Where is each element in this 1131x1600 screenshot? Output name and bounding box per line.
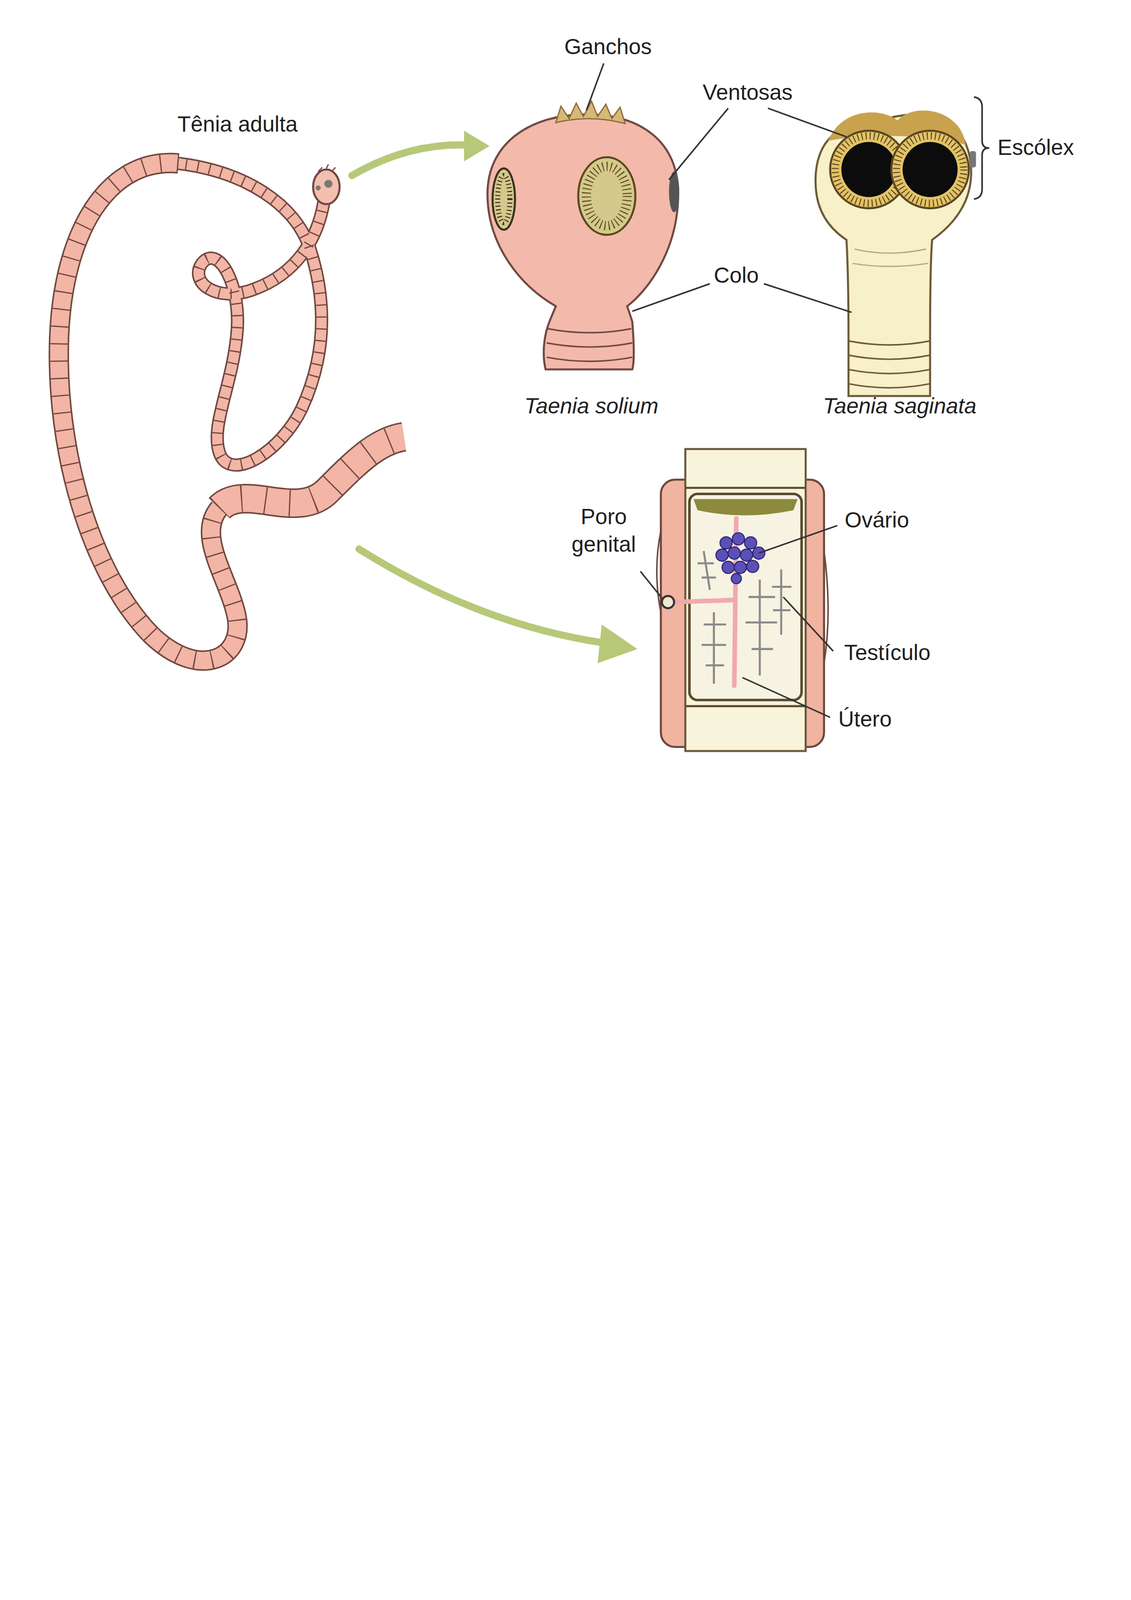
pointer-arrow — [351, 144, 468, 176]
proglottid — [715, 532, 765, 584]
solium-scolex — [546, 328, 633, 362]
adult-tapeworm — [58, 162, 404, 661]
proglottid — [734, 560, 747, 574]
saginata-scolex — [815, 114, 972, 396]
adult-tapeworm — [324, 179, 333, 188]
solium-scolex — [497, 175, 511, 223]
part-label: Ganchos — [564, 33, 652, 61]
adult-tapeworm — [58, 162, 238, 661]
proglottid — [715, 548, 729, 561]
leader-line — [758, 525, 837, 553]
part-label: Colo — [713, 261, 760, 290]
part-label: Testículo — [844, 638, 931, 667]
proglottid — [728, 546, 741, 560]
proglottid — [746, 560, 760, 573]
proglottid — [656, 448, 829, 751]
proglottid — [740, 548, 753, 561]
adult-tapeworm — [219, 436, 405, 508]
pointer-arrow — [597, 624, 638, 664]
adult-tapeworm — [219, 436, 405, 508]
proglottid — [661, 595, 675, 609]
part-label: Útero — [838, 705, 892, 733]
adult-tapeworm — [318, 164, 336, 172]
saginata-scolex — [902, 142, 958, 198]
proglottid — [744, 536, 757, 550]
adult-tapeworm — [178, 163, 325, 466]
solium-scolex — [586, 166, 628, 226]
solium-scolex — [555, 101, 626, 124]
pointer-arrow — [359, 548, 604, 643]
species-label: Taenia saginata — [822, 392, 977, 420]
solium-scolex — [578, 157, 636, 235]
saginata-scolex — [896, 135, 964, 204]
adult-tapeworm — [58, 162, 238, 661]
solium-scolex — [487, 114, 678, 370]
adult-tapeworm — [58, 162, 238, 661]
saginata-scolex — [891, 130, 969, 209]
leader-line — [640, 571, 662, 599]
leader-line — [586, 63, 852, 717]
leader-line — [668, 108, 729, 180]
proglottid — [722, 560, 735, 574]
proglottid — [689, 493, 802, 700]
proglottid — [697, 551, 792, 684]
saginata-scolex — [841, 142, 897, 198]
saginata-scolex — [815, 110, 977, 397]
adult-tapeworm — [315, 185, 321, 191]
pointer-arrow — [464, 130, 490, 162]
proglottid — [731, 573, 742, 584]
adult-tapeworm — [313, 169, 340, 205]
part-label: Ovário — [844, 506, 909, 534]
saginata-scolex — [848, 340, 931, 388]
leader-line — [783, 596, 834, 651]
solium-scolex — [487, 101, 680, 370]
part-label: Escólex — [997, 133, 1074, 162]
saginata-scolex — [969, 151, 977, 168]
species-label: Taenia solium — [524, 392, 659, 420]
leader-line — [763, 283, 852, 313]
proglottid — [673, 518, 737, 686]
adult-tapeworm — [178, 163, 325, 466]
proglottid — [685, 704, 806, 707]
proglottid — [685, 486, 806, 489]
part-label: Ventosas — [702, 78, 793, 107]
proglottid — [732, 532, 745, 545]
leader-line — [742, 677, 831, 718]
proglottid — [693, 498, 798, 515]
leader-line — [586, 63, 604, 111]
solium-scolex — [492, 168, 515, 230]
title-label: Tênia adulta — [177, 110, 298, 139]
adult-tapeworm — [219, 436, 405, 508]
leader-line — [768, 108, 847, 137]
adult-tapeworm — [178, 163, 325, 466]
part-label: Poro genital — [549, 503, 659, 558]
scolex-bracket — [973, 96, 989, 200]
leader-line — [632, 283, 710, 312]
saginata-scolex — [852, 248, 929, 267]
proglottid — [720, 536, 733, 550]
